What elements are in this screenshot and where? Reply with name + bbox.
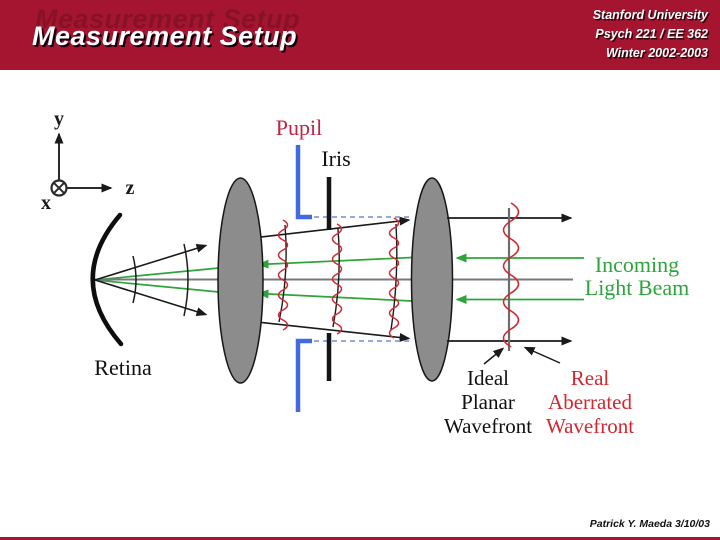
course-info: Stanford University Psych 221 / EE 362 W… — [593, 6, 708, 63]
wavefront-label-arrows — [483, 346, 561, 365]
pupil-label: Pupil — [275, 115, 323, 140]
aberrated-wavefront-waves — [277, 217, 400, 339]
page-title: Measurement Setup — [32, 21, 298, 51]
real-aberrated-wavefront-label: Real Aberrated Wavefront — [546, 366, 634, 438]
retina-arc — [90, 212, 124, 347]
course-line-number: Psych 221 / EE 362 — [595, 27, 708, 41]
real-aberrated-wavefront-wave — [502, 202, 520, 348]
iris-label: Iris — [321, 146, 351, 171]
relay-lens — [410, 177, 454, 382]
retina-label: Retina — [94, 355, 152, 380]
course-line-term: Winter 2002-2003 — [605, 46, 708, 60]
ideal-planar-wavefront-label: Ideal Planar Wavefront — [444, 366, 532, 438]
ideal-label-line3: Wavefront — [443, 414, 533, 438]
retinal-ray-fan — [94, 244, 208, 316]
course-line-university: Stanford University — [592, 8, 708, 22]
ideal-label-line2: Planar — [461, 390, 515, 414]
ideal-label-line1: Ideal — [467, 366, 509, 390]
author-credit: Patrick Y. Maeda 3/10/03 — [589, 518, 710, 530]
pupil-aperture — [295, 145, 312, 412]
bottom-accent-bar — [0, 537, 720, 540]
axis-label-z: z — [125, 177, 135, 199]
axis-label-x: x — [41, 192, 51, 214]
incoming-label-line2: Light Beam — [584, 275, 690, 300]
header-banner: Measurement Setup Stanford University Ps… — [0, 0, 720, 70]
real-label-line2: Aberrated — [548, 390, 632, 414]
axis-label-y: y — [54, 108, 64, 130]
real-label-line3: Wavefront — [545, 414, 635, 438]
incoming-light-beam-label: Incoming Light Beam — [585, 253, 689, 299]
ideal-wavefront-arcs — [278, 223, 398, 331]
real-label-line1: Real — [570, 366, 610, 390]
pupil-aperture-dashes — [314, 216, 410, 342]
incoming-label-line1: Incoming — [594, 252, 680, 277]
coordinate-axes-icon — [50, 132, 113, 197]
spherical-wavefront-arcs — [132, 243, 189, 317]
eye-lens — [217, 177, 264, 384]
